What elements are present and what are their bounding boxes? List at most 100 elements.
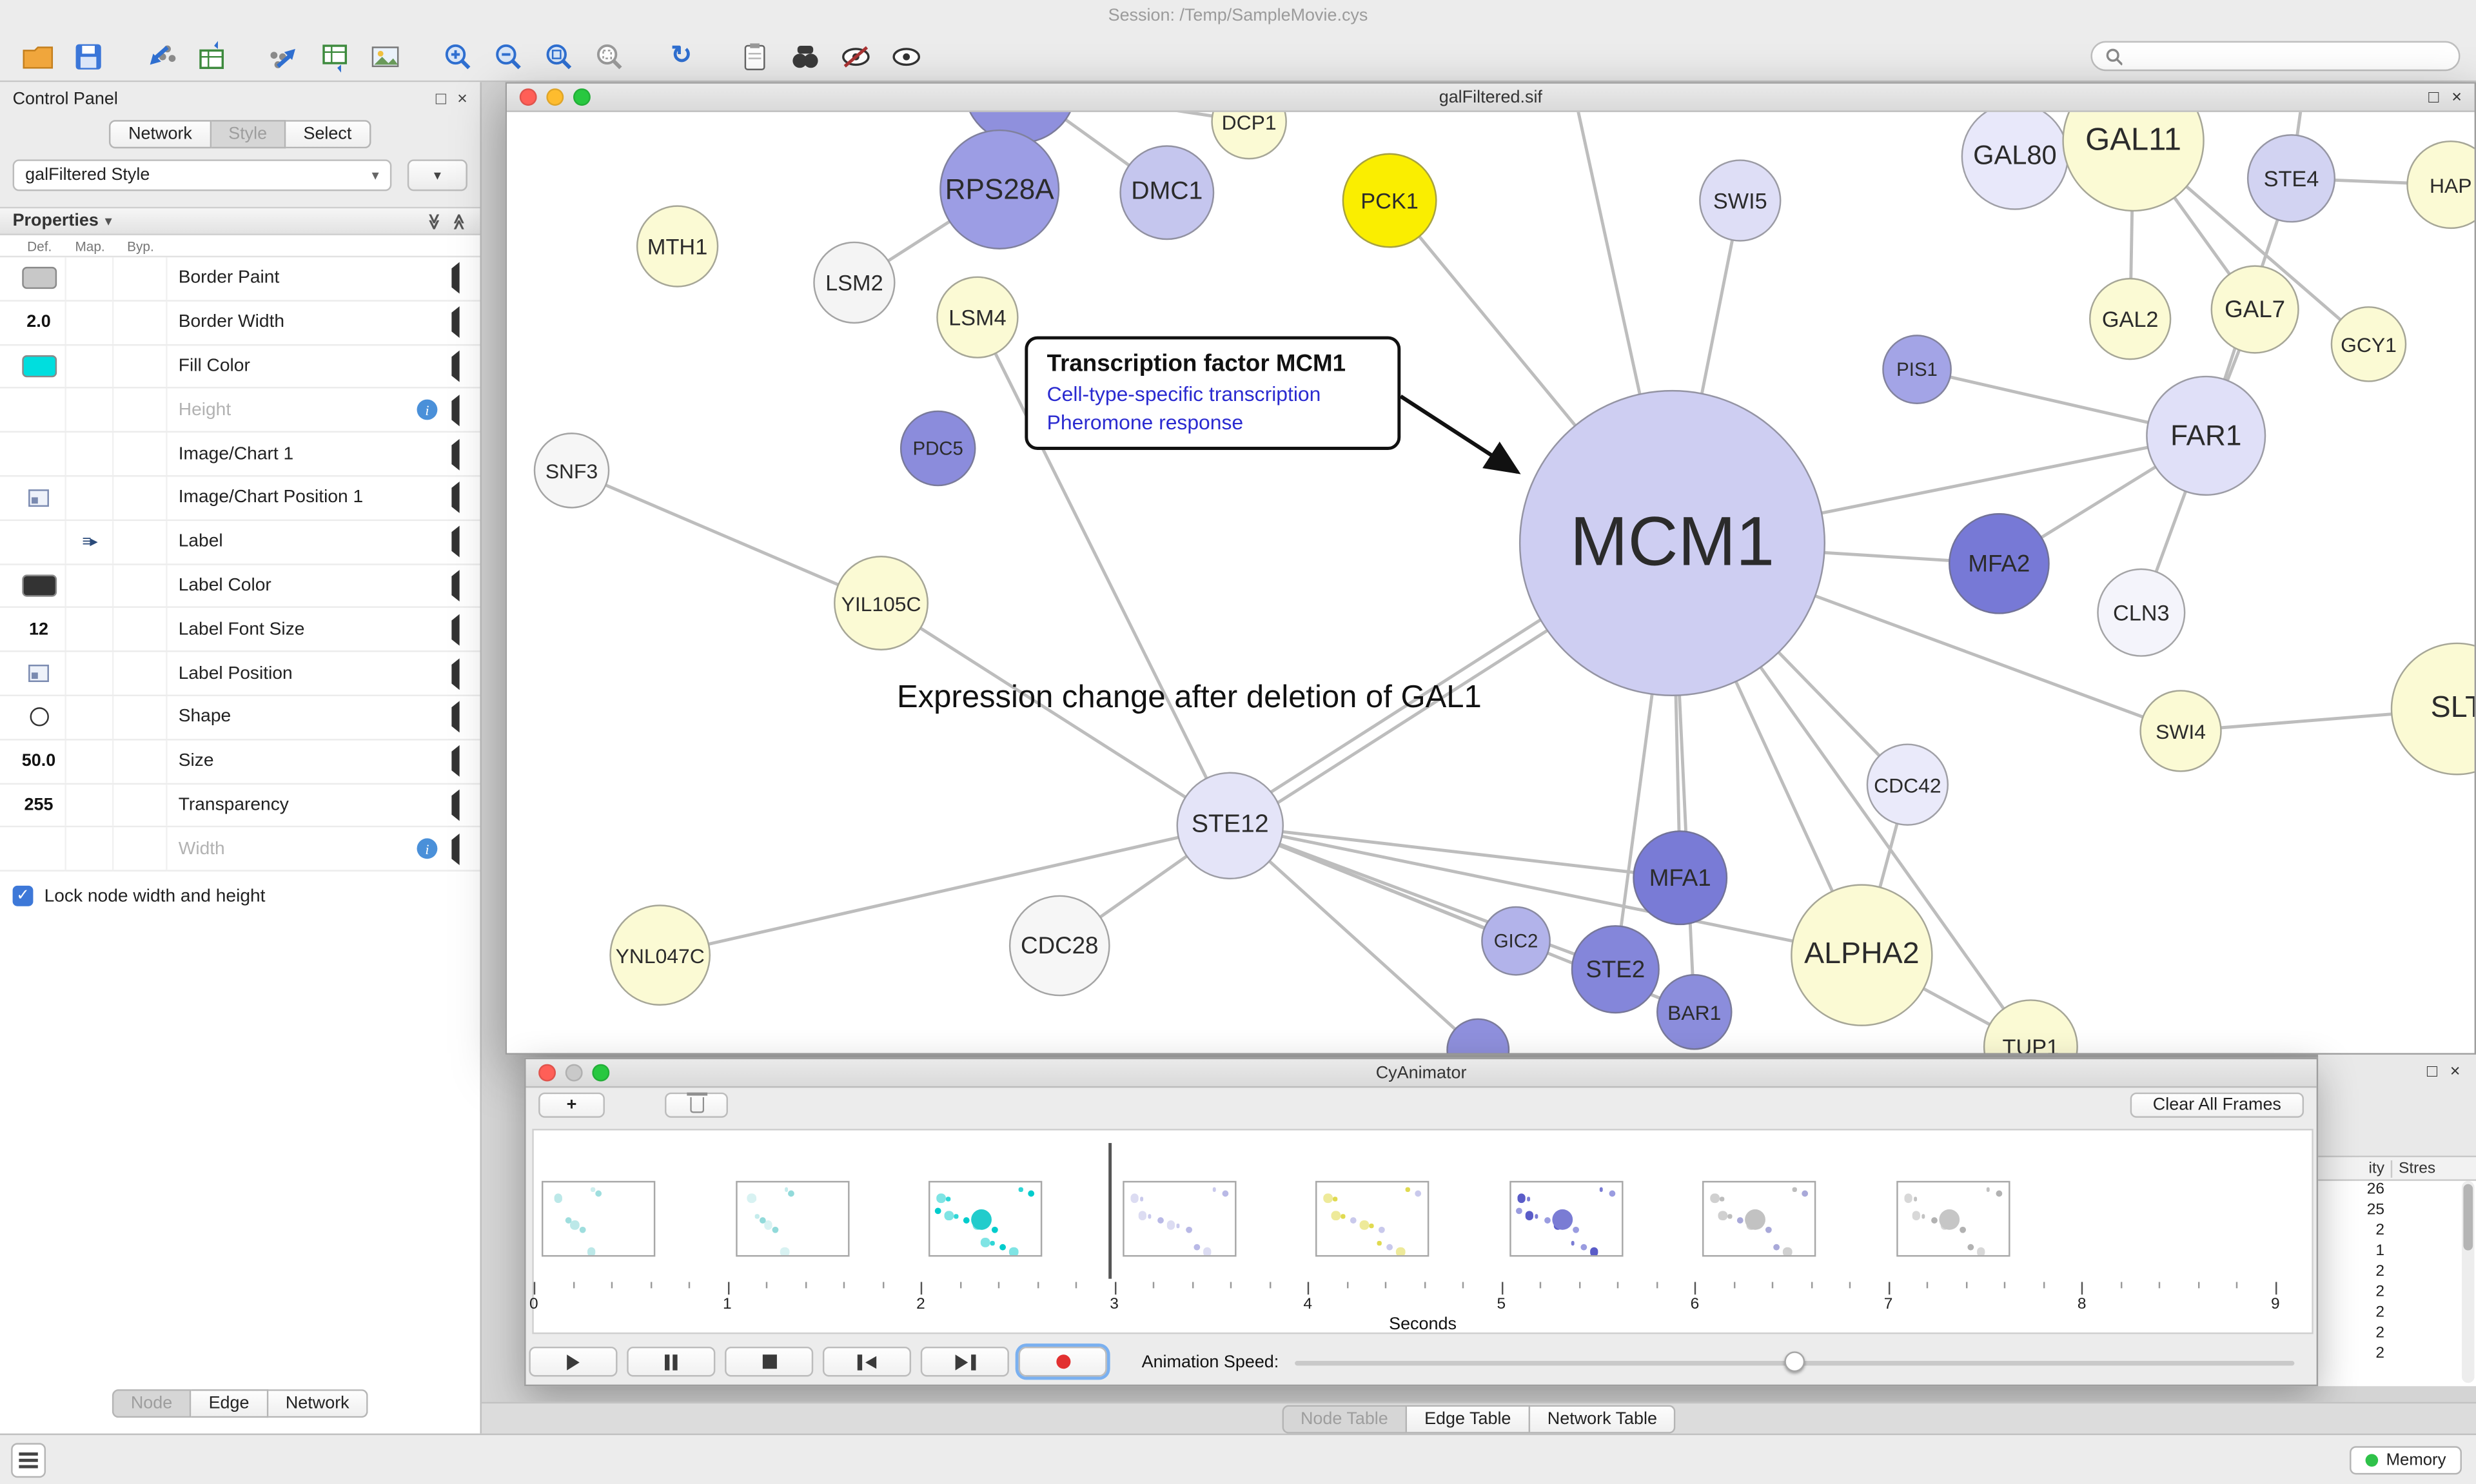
- property-row-border-paint[interactable]: Border Paint: [0, 257, 480, 302]
- node-alpha2[interactable]: ALPHA2: [1791, 884, 1933, 1026]
- frame-thumbnail-1[interactable]: [735, 1180, 849, 1257]
- default-value[interactable]: 255: [24, 796, 54, 815]
- frame-thumbnail-6[interactable]: [1702, 1180, 1817, 1257]
- node-unlabeled[interactable]: [1446, 1018, 1510, 1053]
- close-icon[interactable]: ×: [2451, 87, 2462, 107]
- close-icon[interactable]: ×: [2450, 1062, 2461, 1082]
- close-icon[interactable]: ×: [457, 90, 467, 109]
- results-row[interactable]: 2: [2375, 1263, 2384, 1281]
- save-button[interactable]: [66, 35, 109, 77]
- collapse-arrow-icon[interactable]: [451, 745, 460, 777]
- network-edge[interactable]: [1020, 112, 1250, 123]
- frame-thumbnail-3[interactable]: [1122, 1180, 1236, 1257]
- node-dmc1[interactable]: DMC1: [1119, 145, 1215, 240]
- node-gal80[interactable]: GAL80: [1961, 112, 2069, 210]
- network-edge[interactable]: [1230, 824, 1862, 957]
- node-mfa2[interactable]: MFA2: [1949, 513, 2050, 614]
- pause-button[interactable]: [627, 1346, 716, 1377]
- collapse-arrow-icon[interactable]: [451, 614, 460, 646]
- node-mcm1[interactable]: MCM1: [1518, 389, 1826, 696]
- memory-button[interactable]: Memory: [2350, 1446, 2462, 1475]
- zoom-traffic-icon[interactable]: [592, 1064, 610, 1082]
- slider-thumb[interactable]: [1784, 1351, 1805, 1372]
- close-traffic-icon[interactable]: [538, 1064, 556, 1082]
- collapse-arrow-icon[interactable]: [451, 570, 460, 601]
- node-cdc42[interactable]: CDC42: [1866, 743, 1949, 826]
- color-swatch[interactable]: [21, 267, 56, 290]
- network-edge[interactable]: [1229, 824, 1479, 1051]
- frame-thumbnail-5[interactable]: [1509, 1180, 1623, 1257]
- node-gic2[interactable]: GIC2: [1481, 906, 1551, 976]
- node-rps28a[interactable]: RPS28A: [939, 129, 1060, 249]
- zoom-traffic-icon[interactable]: [573, 88, 591, 106]
- node-gcy1[interactable]: GCY1: [2330, 306, 2407, 382]
- record-button[interactable]: [1018, 1346, 1107, 1377]
- node-ste12[interactable]: STE12: [1176, 772, 1284, 880]
- property-row-label-color[interactable]: Label Color: [0, 564, 480, 609]
- expand-all-icon[interactable]: ≫: [424, 213, 442, 229]
- default-value[interactable]: 12: [28, 620, 48, 639]
- node-snf3[interactable]: SNF3: [533, 433, 610, 509]
- mapping-icon[interactable]: ≡▸: [82, 532, 97, 551]
- frame-thumbnail-4[interactable]: [1315, 1180, 1430, 1257]
- node-ste2[interactable]: STE2: [1571, 925, 1660, 1014]
- color-swatch[interactable]: [21, 574, 56, 597]
- node-cln3[interactable]: CLN3: [2097, 568, 2186, 657]
- collapse-arrow-icon[interactable]: [451, 525, 460, 558]
- results-row[interactable]: 2: [2375, 1345, 2384, 1363]
- node-yil105c[interactable]: YIL105C: [834, 556, 928, 650]
- export-network-button[interactable]: [262, 35, 305, 77]
- default-value[interactable]: 50.0: [21, 752, 56, 771]
- results-column-1[interactable]: ity: [2368, 1159, 2384, 1177]
- annotation-box[interactable]: Transcription factor MCM1 Cell-type-spec…: [1025, 336, 1401, 450]
- stop-button[interactable]: [725, 1346, 814, 1377]
- status-menu-button[interactable]: [11, 1443, 46, 1478]
- tab-style[interactable]: Style: [211, 120, 286, 149]
- results-row[interactable]: 2: [2375, 1303, 2384, 1322]
- network-edge[interactable]: [660, 824, 1231, 957]
- results-scrollbar[interactable]: [2461, 1180, 2475, 1383]
- collapse-arrow-icon[interactable]: [451, 701, 460, 734]
- open-button[interactable]: [15, 35, 58, 77]
- property-row-label-position[interactable]: Label Position: [0, 652, 480, 696]
- network-edge[interactable]: [1229, 824, 1616, 971]
- zoom-selected-button[interactable]: [587, 35, 630, 77]
- shape-circle-icon[interactable]: [29, 708, 48, 727]
- minimize-traffic-icon[interactable]: [546, 88, 564, 106]
- style-dropdown[interactable]: galFiltered Style ▾: [12, 159, 392, 191]
- find-button[interactable]: [783, 35, 826, 77]
- results-row[interactable]: 2: [2375, 1284, 2384, 1301]
- float-icon[interactable]: □: [2426, 1062, 2438, 1082]
- lock-checkbox[interactable]: ✓: [12, 886, 34, 907]
- search-box[interactable]: [2090, 41, 2461, 72]
- node-gal11[interactable]: GAL11: [2062, 112, 2205, 212]
- results-column-2[interactable]: Stres: [2390, 1159, 2476, 1177]
- collapse-arrow-icon[interactable]: [451, 789, 460, 821]
- snapshot-button[interactable]: [732, 35, 775, 77]
- collapse-arrow-icon[interactable]: [451, 438, 460, 470]
- results-row[interactable]: 1: [2375, 1242, 2384, 1260]
- close-traffic-icon[interactable]: [519, 88, 537, 106]
- node-gal2[interactable]: GAL2: [2088, 278, 2172, 360]
- collapse-arrow-icon[interactable]: [451, 482, 460, 514]
- node-dcp1[interactable]: DCP1: [1211, 112, 1287, 160]
- collapse-all-icon[interactable]: ≫: [450, 213, 468, 229]
- node-bar1[interactable]: BAR1: [1656, 974, 1733, 1050]
- property-row-label[interactable]: ≡▸Label: [0, 520, 480, 565]
- cyanimator-titlebar[interactable]: CyAnimator: [526, 1059, 2317, 1088]
- info-icon[interactable]: i: [417, 839, 438, 859]
- hide-selected-button[interactable]: [834, 35, 876, 77]
- import-network-button[interactable]: [139, 35, 182, 77]
- skip-forward-button[interactable]: [920, 1346, 1009, 1377]
- annotation-link[interactable]: Cell-type-specific transcription: [1046, 382, 1321, 406]
- properties-header[interactable]: Properties ▾ ≫ ≫: [0, 206, 480, 235]
- frame-thumbnail-7[interactable]: [1896, 1180, 2010, 1257]
- panel-tab-node[interactable]: Node: [112, 1389, 192, 1418]
- node-lsm2[interactable]: LSM2: [813, 241, 896, 324]
